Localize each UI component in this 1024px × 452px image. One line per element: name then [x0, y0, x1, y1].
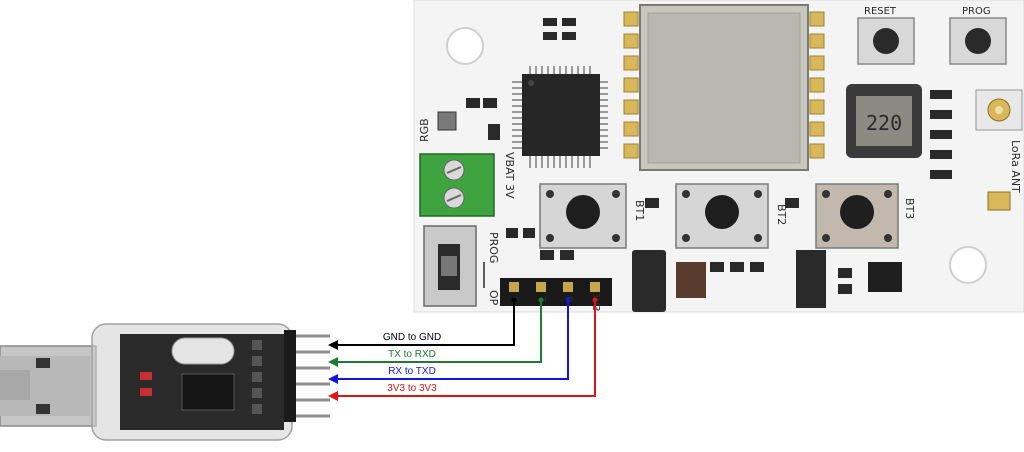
tx-wire-label: TX to RXD	[388, 349, 436, 360]
antenna-connector	[975, 89, 1023, 211]
mounting-hole	[949, 246, 987, 284]
tx-wire: TX to RXD	[328, 297, 544, 367]
rx-wire-pin-dot	[565, 297, 571, 303]
regulator-chip	[868, 262, 902, 292]
usb-plug	[0, 345, 97, 427]
prog-button[interactable]	[949, 17, 1007, 65]
wiring-connections: GND to GND TX to RXD RX to TXD 3V3 to 3V3	[328, 297, 598, 401]
lora-module	[623, 4, 825, 171]
rx-wire-arrowhead	[328, 374, 338, 384]
rgb-led	[437, 111, 457, 131]
op-label: OP	[487, 290, 500, 306]
gnd-wire-pin-dot	[511, 297, 517, 303]
mcu-chip	[512, 66, 608, 168]
bt2-label: BT2	[775, 204, 788, 225]
mounting-hole	[446, 27, 484, 65]
bt3-label: BT3	[903, 198, 916, 219]
rx-wire: RX to TXD	[328, 297, 571, 384]
crystal	[171, 337, 235, 365]
bt3-button[interactable]	[815, 183, 899, 249]
v3v3-wire: 3V3 to 3V3	[328, 297, 598, 401]
v3v3-wire-arrowhead	[328, 391, 338, 401]
inductor: 220	[846, 84, 922, 158]
bt2-button[interactable]	[675, 183, 769, 249]
usb-ttl-adapter	[0, 323, 330, 441]
v3v3-wire-label: 3V3 to 3V3	[387, 383, 437, 394]
rgb-label: RGB	[418, 118, 431, 142]
usb-ttl-chip	[181, 373, 235, 411]
capacitor-chip	[632, 250, 666, 312]
lora-ant-label: LoRa ANT	[1009, 140, 1022, 193]
gnd-wire-line	[336, 300, 515, 346]
battery-terminal	[419, 153, 495, 217]
tx-wire-pin-dot	[538, 297, 544, 303]
gnd-wire-label: GND to GND	[383, 332, 441, 343]
bt1-button[interactable]	[539, 183, 627, 249]
diode-chip	[796, 250, 826, 308]
resistor-chip	[676, 262, 706, 298]
prog-switch-label: PROG	[487, 232, 500, 263]
lora-board: RGB RESET PROG 220 LoRa ANT	[413, 0, 1024, 313]
prog-button-label: PROG	[962, 6, 991, 17]
svg-text:220: 220	[866, 111, 902, 135]
reset-button[interactable]	[857, 17, 915, 65]
gnd-wire: GND to GND	[328, 297, 517, 350]
bt1-label: BT1	[633, 200, 646, 221]
v3v3-wire-line	[336, 300, 596, 397]
tx-wire-line	[336, 300, 542, 363]
rx-wire-line	[336, 300, 569, 380]
v3v3-wire-pin-dot	[592, 297, 598, 303]
rx-wire-label: RX to TXD	[388, 366, 436, 377]
reset-label: RESET	[864, 6, 897, 17]
vbat-label: VBAT 3V	[503, 152, 516, 199]
gnd-wire-arrowhead	[328, 340, 338, 350]
tx-wire-arrowhead	[328, 357, 338, 367]
prog-slide-switch[interactable]	[423, 225, 477, 307]
